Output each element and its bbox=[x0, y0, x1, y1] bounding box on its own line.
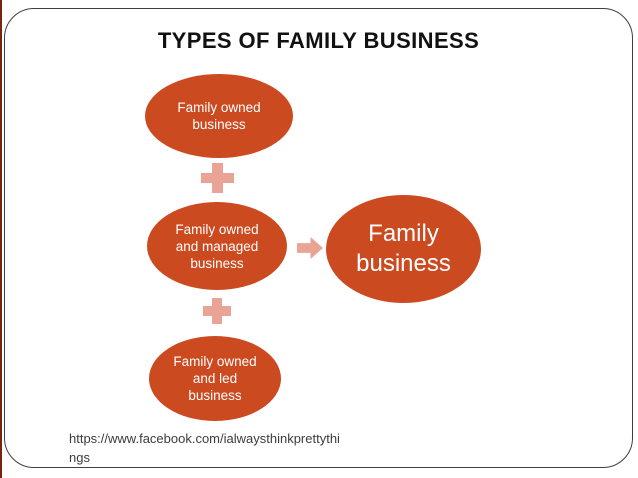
ellipse-label-line: Family owned bbox=[173, 354, 257, 369]
ellipse-label-line: business bbox=[192, 117, 246, 132]
ellipse-label-line: business bbox=[190, 255, 244, 271]
source-url: https://www.facebook.com/ialwaysthinkpre… bbox=[69, 429, 340, 467]
source-url-line: https://www.facebook.com/ialwaysthinkpre… bbox=[69, 431, 340, 446]
ellipse-family-business: Family business bbox=[326, 195, 481, 303]
arrow-right-icon bbox=[297, 237, 323, 259]
ellipse-family-owned-led-business: Family owned and led business bbox=[149, 336, 281, 421]
left-edge-strip bbox=[0, 0, 2, 478]
slide: TYPES OF FAMILY BUSINESS Family owned bu… bbox=[4, 8, 633, 468]
plus-icon bbox=[201, 163, 234, 193]
ellipse-label-line: Family bbox=[368, 220, 439, 247]
ellipse-label-line: business bbox=[356, 250, 451, 277]
ellipse-family-owned-business: Family owned business bbox=[145, 74, 293, 158]
ellipse-label-line: Family owned bbox=[177, 100, 261, 115]
ellipse-label-line: Family owned bbox=[175, 221, 259, 237]
ellipse-label-line: business bbox=[188, 388, 242, 403]
source-url-line: ngs bbox=[69, 450, 90, 465]
plus-bar-vertical bbox=[211, 298, 223, 324]
plus-bar-vertical bbox=[211, 163, 224, 193]
ellipse-family-owned-managed-business: Family owned and managed business bbox=[147, 202, 287, 290]
ellipse-label-line: and managed bbox=[175, 238, 259, 254]
slide-title: TYPES OF FAMILY BUSINESS bbox=[157, 28, 480, 53]
plus-icon bbox=[203, 298, 231, 324]
ellipse-label-line: and led bbox=[192, 371, 238, 386]
